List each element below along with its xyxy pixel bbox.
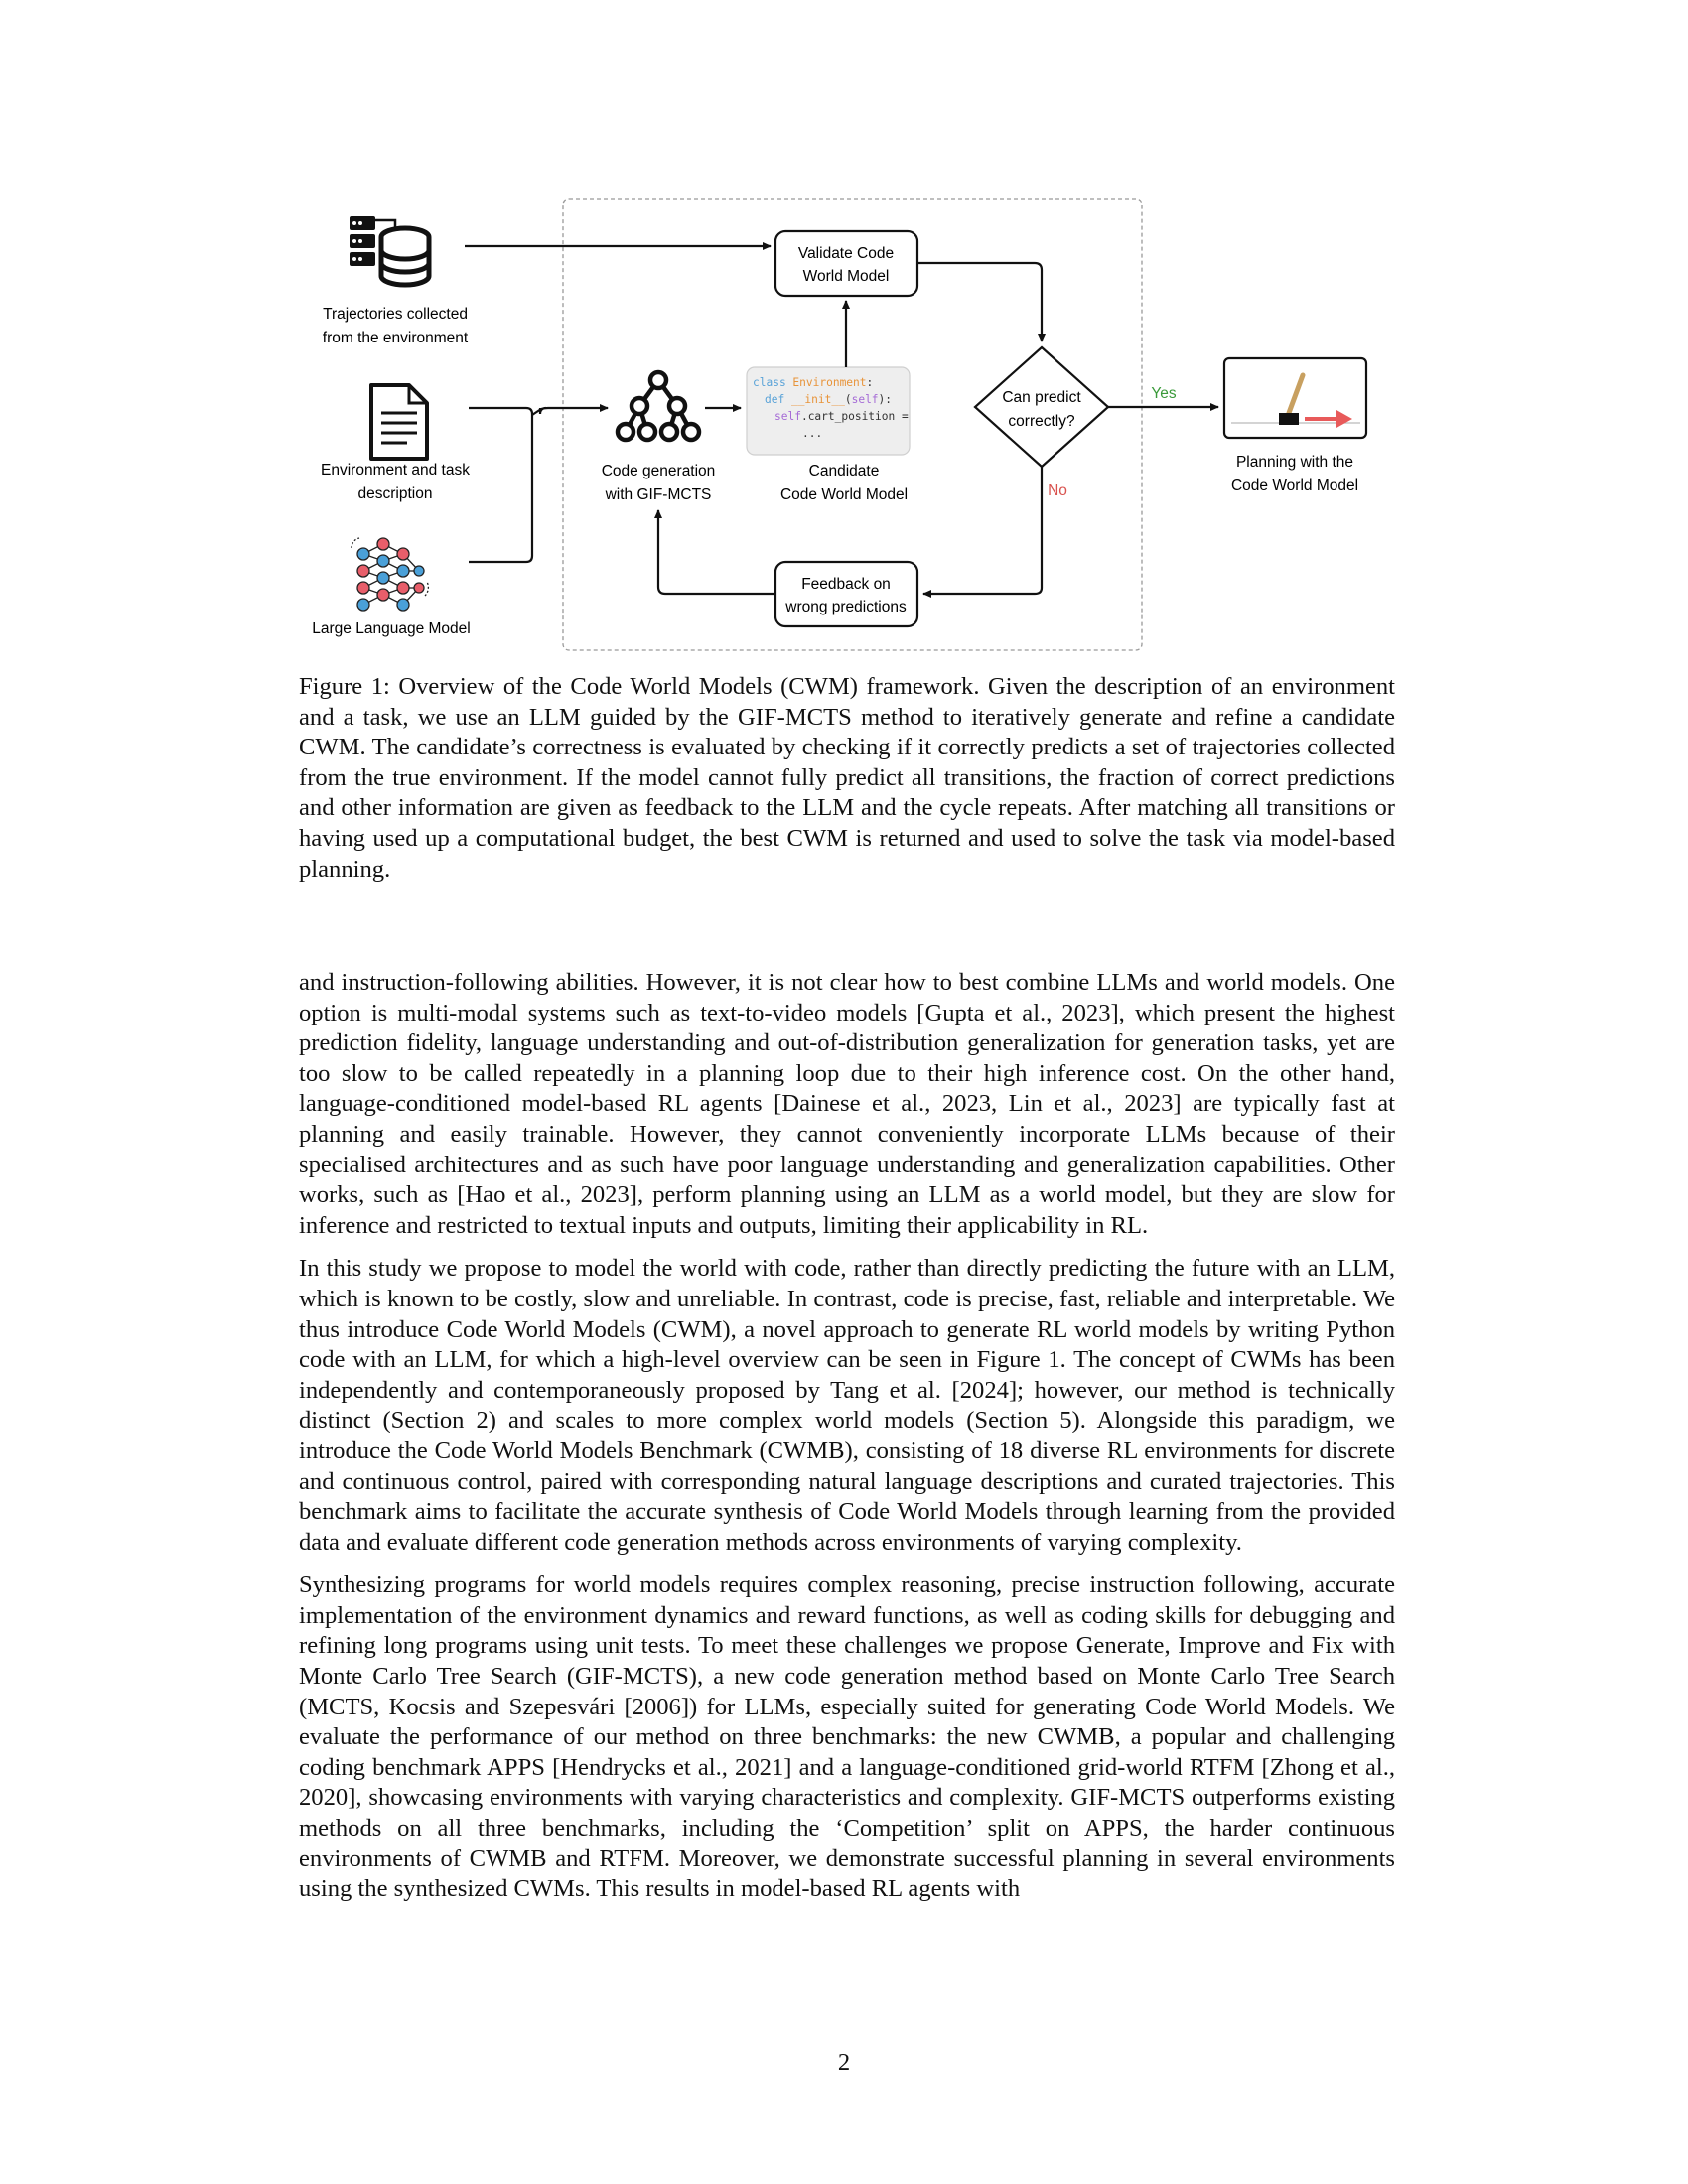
decision-label-line1: Can predict [1002,389,1081,406]
feedback-box [774,560,919,628]
paragraph-1: and instruction-following abilities. How… [299,969,1395,1239]
no-label: No [1048,482,1067,499]
code-self-attr: self [774,410,801,423]
code-self-arg: self [852,393,879,406]
planning-label-line2: Code World Model [1231,478,1358,494]
svg-text:class Environment:: class Environment: [753,376,873,389]
figure-1: Trajectories collected from the environm… [288,189,1410,665]
cartpole-icon [1222,356,1368,440]
arrow-merge-to-codegen [531,408,608,415]
validate-label-line1: Validate Code [798,245,894,262]
candidate-label-line2: Code World Model [780,486,908,503]
trajectories-label-line2: from the environment [323,330,469,346]
code-snippet-card: class Environment: def __init__(self): s… [746,366,911,456]
code-ellipsis: ... [802,427,822,440]
neural-network-icon [351,537,430,612]
tree-icon [615,369,702,443]
env-label-line2: description [358,485,433,502]
code-attr-rest: .cart_position = [801,410,909,423]
document-icon [369,383,429,461]
code-keyword-class: class [753,376,792,389]
candidate-label-line1: Candidate [809,463,880,479]
database-icon [350,216,432,288]
figure-1-diagram: Trajectories collected from the environm… [312,198,1368,651]
codegen-label-line2: with GIF-MCTS [605,486,712,503]
page-number: 2 [837,2049,851,2076]
code-paren-open: ( [845,393,852,406]
feedback-label-line2: wrong predictions [784,599,907,615]
code-class-name: Environment [792,376,866,389]
planning-label-line1: Planning with the [1236,454,1353,471]
gif-mcts-region [562,198,1143,651]
svg-text:self.cart_position =: self.cart_position = [774,410,909,423]
decision-label-line2: correctly? [1008,413,1075,430]
paragraph-3: Synthesizing programs for world models r… [299,1571,1395,1903]
code-paren-close: ): [879,393,892,406]
body-text: and instruction-following abilities. How… [299,968,1395,1918]
validate-label-line2: World Model [803,268,890,285]
code-colon: : [867,376,874,389]
arrow-feedback-to-codegen [654,509,775,596]
trajectories-label-line1: Trajectories collected [323,306,468,323]
decision-diamond [973,345,1110,469]
arrow-env-to-codegen [469,406,534,564]
arrow-validate-to-decision [917,261,1046,342]
yes-label: Yes [1151,385,1177,402]
code-fn-name: __init__ [791,393,845,406]
arrow-decision-no [922,467,1044,598]
paragraph-2: In this study we propose to model the wo… [299,1255,1395,1556]
figure-caption: Figure 1: Overview of the Code World Mod… [299,673,1395,883]
feedback-label-line1: Feedback on [801,576,891,593]
validate-box [774,229,919,298]
svg-text:def __init__(self):: def __init__(self): [765,393,892,406]
llm-label: Large Language Model [312,620,470,637]
code-keyword-def: def [765,393,791,406]
flow-arrows [465,242,1219,598]
codegen-label-line1: Code generation [602,463,716,479]
env-label-line1: Environment and task [321,462,470,478]
